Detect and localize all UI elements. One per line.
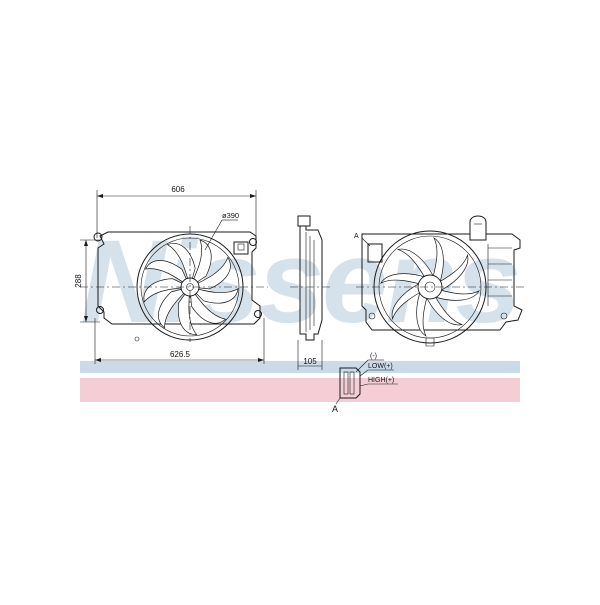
- label-low: LOW(+): [368, 363, 393, 370]
- side-view: 105: [290, 215, 330, 370]
- watermark-band-red: [80, 378, 520, 402]
- fan-blades: [143, 239, 239, 335]
- rear-connector: [367, 243, 383, 263]
- dim-fan-diameter: ø390: [222, 211, 239, 220]
- rear-frame-outline: [361, 233, 523, 331]
- connector-detail: (-) LOW(+) HIGH(+) A: [332, 353, 398, 414]
- motor-connector-housing: [233, 241, 249, 255]
- fan-shroud-outline: [97, 231, 261, 325]
- watermark-band-blue: [80, 361, 520, 373]
- dim-depth: 105: [303, 357, 317, 366]
- dim-height: 288: [74, 274, 83, 288]
- side-view-shroud-profile: [299, 225, 323, 341]
- front-view: 606 288 626.5: [74, 185, 268, 364]
- label-ground: (-): [370, 353, 377, 360]
- label-high: HIGH(+): [368, 377, 394, 384]
- rear-view: A: [354, 215, 524, 347]
- mounting-tab-top-left: [93, 232, 103, 242]
- mounting-tab-bottom-right: [254, 310, 262, 318]
- connector-detail-marker: A: [332, 404, 338, 414]
- dim-width-top: 606: [171, 185, 185, 194]
- mounting-tab-top-right: [249, 238, 257, 246]
- mounting-tab-bottom-left: [96, 306, 104, 314]
- rear-detail-marker: A: [354, 233, 359, 240]
- dim-width-bottom: 626.5: [170, 350, 191, 359]
